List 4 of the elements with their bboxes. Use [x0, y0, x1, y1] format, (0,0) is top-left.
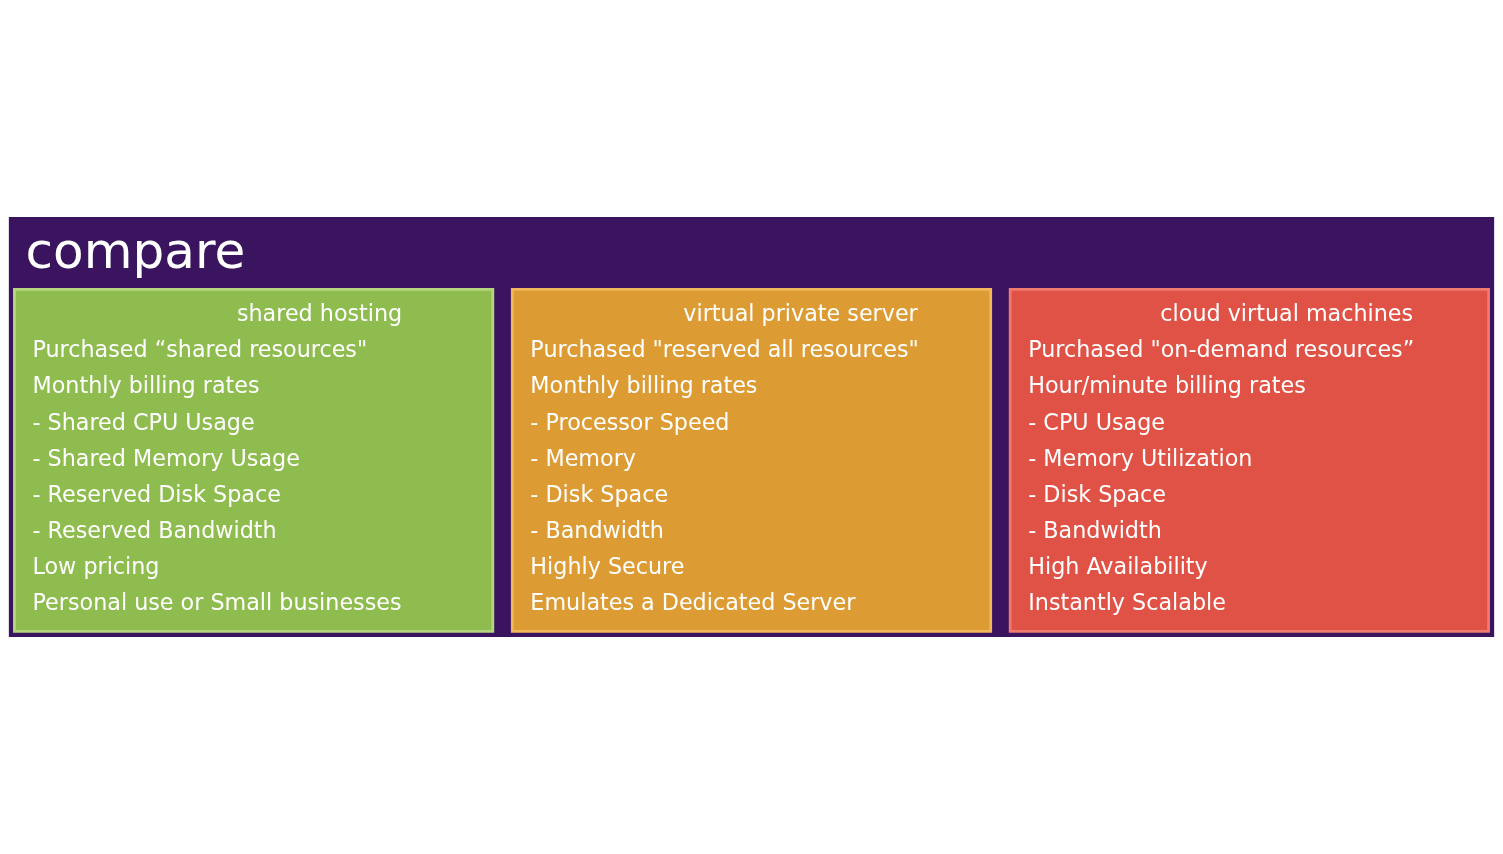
- node-box: shared hosting Purchased “shared resources" Monthly billing rates - Shared CPU Usage - Shared Memory Usage - Reserved Disk Space - Reserved Bandwidth Low pricing Personal use or Small businesses: [13, 287, 495, 633]
- node-box: cloud virtual machines Purchased "on-demand resources” Hour/minute billing rates - CPU Usage - Memory Utilization - Disk Space - Bandwidth High Availability Instantly Scalable: [1008, 287, 1490, 633]
- node-box: virtual private server Purchased "reserved all resources" Monthly billing rates - Processor Speed - Memory - Disk Space - Bandwidth Highly Secure Emulates a Dedicated Server: [510, 287, 993, 633]
- diagram-title: compare: [25, 222, 246, 281]
